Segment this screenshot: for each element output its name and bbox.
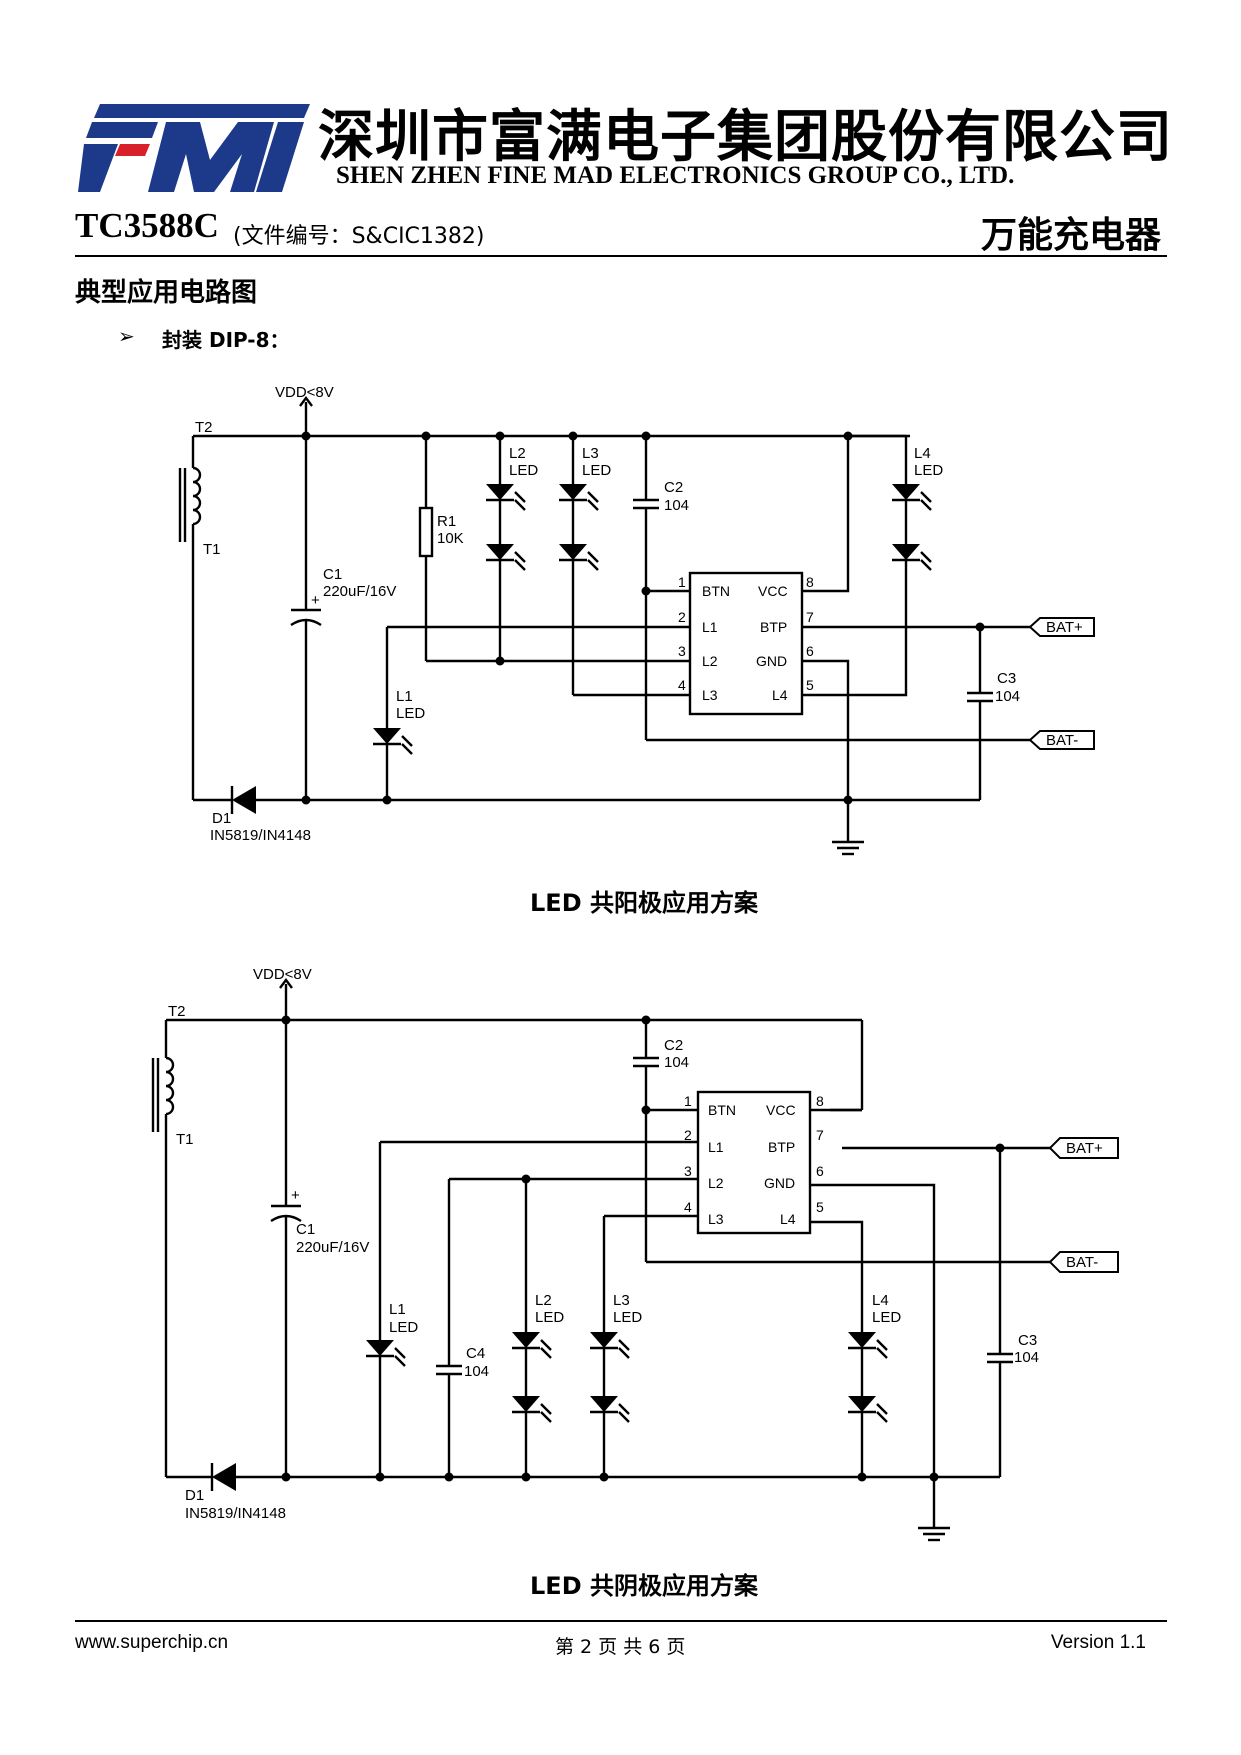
t1-label: T1	[203, 541, 221, 558]
d1-value: IN5819/IN4148	[185, 1505, 286, 1522]
t2-label: T2	[195, 419, 213, 436]
c2-value: 104	[664, 497, 689, 514]
ic-pin-l4: L4	[780, 1211, 796, 1227]
l2-value: LED	[509, 462, 538, 479]
schematic-common-cathode: VDD<8V T2 T1 D1 IN5819/IN4148 + C1 220uF…	[151, 966, 1119, 1542]
ic-pin-gnd: GND	[764, 1175, 795, 1191]
footer-divider	[75, 1620, 1167, 1622]
c1-plus: +	[311, 592, 320, 609]
l1-label: L1	[389, 1301, 406, 1318]
l3-label: L3	[613, 1292, 630, 1309]
r1-value: 10K	[437, 530, 464, 547]
ic-pin-l4: L4	[772, 687, 788, 703]
d1-label: D1	[212, 810, 231, 827]
document-number: (文件编号：S&CIC1382)	[233, 224, 485, 249]
ic-pin-number: 1	[678, 574, 686, 590]
d1-value: IN5819/IN4148	[210, 827, 311, 844]
c1-label: C1	[296, 1221, 315, 1238]
footer-version: Version 1.1	[1050, 1632, 1146, 1653]
bat-plus-label: BAT+	[1046, 619, 1083, 636]
ic-pin-btn: BTN	[702, 583, 730, 599]
company-name-en: SHEN ZHEN FINE MAD ELECTRONICS GROUP CO.…	[336, 162, 1015, 189]
ic-pin-vcc: VCC	[766, 1102, 796, 1118]
c1-value: 220uF/16V	[296, 1239, 369, 1256]
c1-value: 220uF/16V	[323, 583, 396, 600]
ic-pin-number: 3	[678, 643, 686, 659]
l3-value: LED	[582, 462, 611, 479]
ic-pin-number: 6	[806, 643, 814, 659]
section-title: 典型应用电路图	[75, 278, 258, 308]
ic-pin-number: 7	[816, 1127, 824, 1143]
ic-pin-number: 4	[678, 677, 686, 693]
r1-label: R1	[437, 513, 456, 530]
ic-pin-number: 2	[684, 1127, 692, 1143]
c2-label: C2	[664, 1037, 683, 1054]
footer-page-number: 第 2 页 共 6 页	[555, 1636, 686, 1658]
ic-pin-l3: L3	[708, 1211, 724, 1227]
diagram2-caption: LED 共阴极应用方案	[530, 1572, 758, 1600]
l1-label: L1	[396, 688, 413, 705]
c1-label: C1	[323, 566, 342, 583]
t2-label: T2	[168, 1003, 186, 1020]
c1-plus: +	[291, 1187, 300, 1204]
l2-value: LED	[535, 1309, 564, 1326]
package-label: 封装 DIP-8：	[162, 328, 290, 352]
ic-pin-number: 5	[816, 1199, 824, 1215]
ic-pin-number: 6	[816, 1163, 824, 1179]
ic-pin-number: 3	[684, 1163, 692, 1179]
l4-value: LED	[914, 462, 943, 479]
ic-pin-l1: L1	[702, 619, 718, 635]
ic-pin-l3: L3	[702, 687, 718, 703]
footer-website[interactable]: www.superchip.cn	[75, 1632, 229, 1653]
l1-value: LED	[396, 705, 425, 722]
c2-label: C2	[664, 479, 683, 496]
l1-value: LED	[389, 1319, 418, 1336]
ic-pin-l2: L2	[708, 1175, 724, 1191]
l2-label: L2	[509, 445, 526, 462]
l3-value: LED	[613, 1309, 642, 1326]
ic-pin-l2: L2	[702, 653, 718, 669]
t1-label: T1	[176, 1131, 194, 1148]
l4-label: L4	[872, 1292, 889, 1309]
ic-pin-number: 4	[684, 1199, 692, 1215]
company-logo	[78, 104, 310, 192]
l4-label: L4	[914, 445, 931, 462]
ic-pin-btn: BTN	[708, 1102, 736, 1118]
ic-pin-number: 1	[684, 1093, 692, 1109]
d1-label: D1	[185, 1487, 204, 1504]
ic-pin-btp: BTP	[760, 619, 787, 635]
ic-pin-number: 7	[806, 609, 814, 625]
ic-pin-vcc: VCC	[758, 583, 788, 599]
ic-pin-number: 8	[806, 574, 814, 590]
company-name-cn: 深圳市富满电子集团股份有限公司	[318, 105, 1173, 170]
ic-pin-gnd: GND	[756, 653, 787, 669]
c3-value: 104	[995, 688, 1020, 705]
bat-minus-label: BAT-	[1066, 1254, 1098, 1271]
diagram1-caption: LED 共阳极应用方案	[530, 889, 758, 917]
c3-label: C3	[997, 670, 1016, 687]
c2-value: 104	[664, 1054, 689, 1071]
ic-pin-number: 2	[678, 609, 686, 625]
c4-value: 104	[464, 1363, 489, 1380]
bullet-arrow-icon: ➢	[118, 324, 135, 348]
model-number: TC3588C	[75, 206, 219, 245]
ic-pin-l1: L1	[708, 1139, 724, 1155]
product-name: 万能充电器	[980, 215, 1161, 256]
bat-minus-label: BAT-	[1046, 732, 1078, 749]
c4-label: C4	[466, 1345, 485, 1362]
header-divider	[75, 255, 1167, 257]
c3-value: 104	[1014, 1349, 1039, 1366]
schematic-common-anode: VDD<8V T2 T1 D1 IN5819/IN4148 + C1 220uF…	[178, 384, 1095, 856]
vdd-label: VDD<8V	[275, 384, 334, 401]
l3-label: L3	[582, 445, 599, 462]
vdd-label: VDD<8V	[253, 966, 312, 983]
ic-pin-number: 5	[806, 677, 814, 693]
l2-label: L2	[535, 1292, 552, 1309]
bat-plus-label: BAT+	[1066, 1140, 1103, 1157]
l4-value: LED	[872, 1309, 901, 1326]
ic-pin-number: 8	[816, 1093, 824, 1109]
c3-label: C3	[1018, 1332, 1037, 1349]
ic-pin-btp: BTP	[768, 1139, 795, 1155]
